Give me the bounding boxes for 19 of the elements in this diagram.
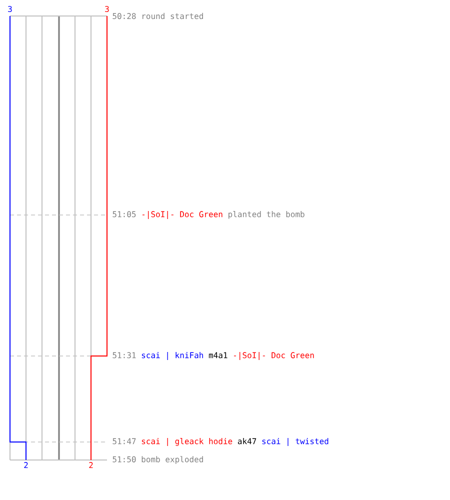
event-text: planted the bomb bbox=[228, 211, 304, 219]
player-name: scai | twisted bbox=[262, 438, 328, 446]
event-time: 51:31 bbox=[112, 352, 136, 358]
weapon-name: ak47 bbox=[238, 438, 256, 444]
player-name: -|SoI|- Doc Green bbox=[234, 352, 314, 360]
player-name: scai | kniFah bbox=[142, 352, 203, 360]
event-time: 51:47 bbox=[112, 438, 136, 444]
event-time: 50:28 bbox=[112, 13, 136, 20]
player-count: 2 bbox=[89, 462, 93, 468]
player-count: 2 bbox=[24, 462, 28, 468]
event-text: bomb exploded bbox=[142, 456, 203, 464]
event-text: round started bbox=[142, 12, 203, 20]
event-time: 51:50 bbox=[112, 456, 136, 462]
player-count: 3 bbox=[8, 6, 12, 12]
weapon-name: m4a1 bbox=[208, 352, 228, 358]
player-name: scai | gleack hodie bbox=[142, 438, 232, 446]
event-time: 51:05 bbox=[112, 211, 136, 218]
player-count: 3 bbox=[105, 6, 109, 12]
player-name: -|SoI|- Doc Green bbox=[142, 211, 222, 219]
